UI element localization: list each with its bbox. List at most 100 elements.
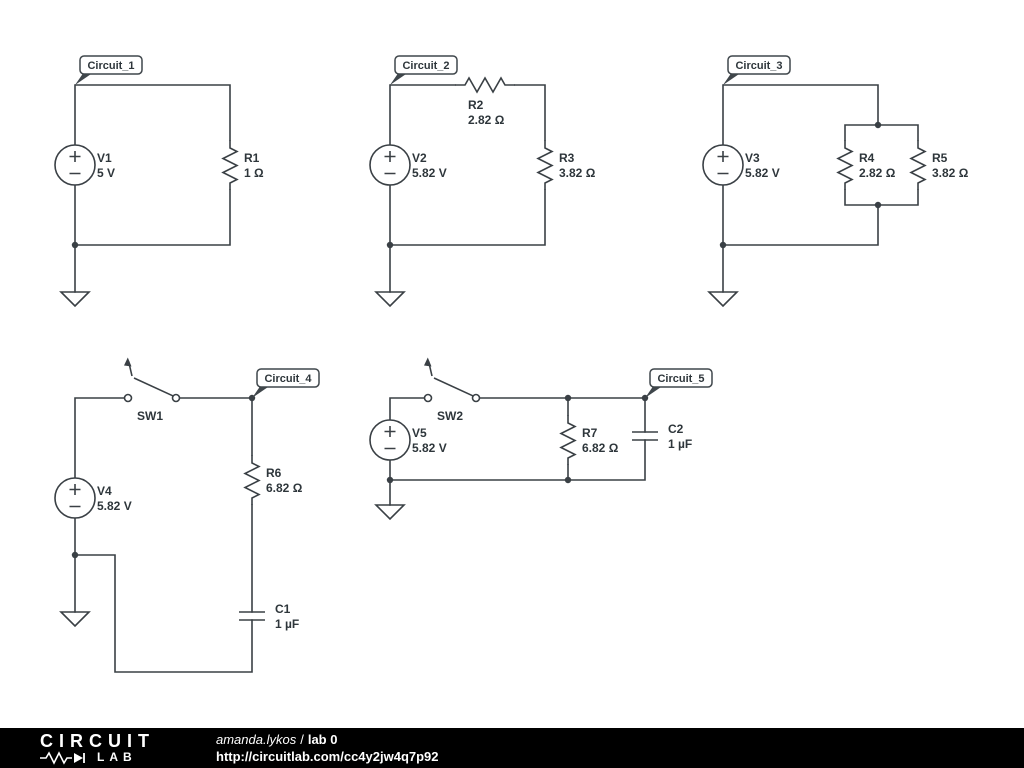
- wire-net[interactable]: [389, 84, 546, 293]
- node-dot: [386, 476, 394, 484]
- v5-name: V5: [412, 426, 427, 440]
- actuator-arrow-icon: [424, 357, 432, 367]
- author-name: amanda.lykos: [216, 732, 297, 747]
- circuit-name-label[interactable]: Circuit_4: [252, 368, 320, 398]
- sw1-name: SW1: [137, 409, 163, 423]
- ground-icon[interactable]: [707, 291, 739, 308]
- r1-value: 1 Ω: [244, 166, 264, 180]
- r2-name: R2: [468, 98, 484, 112]
- ground-icon[interactable]: [59, 611, 91, 628]
- switch-sw2[interactable]: [423, 357, 481, 403]
- plus-minus-marks: [69, 484, 81, 508]
- ground-icon[interactable]: [374, 291, 406, 308]
- capacitor-c2[interactable]: [632, 431, 658, 441]
- circuitlab-logo: CIRCUIT LAB: [40, 732, 192, 765]
- voltage-source-v2[interactable]: [369, 144, 411, 186]
- resistor-r7[interactable]: [559, 415, 577, 465]
- r7-value: 6.82 Ω: [582, 441, 619, 455]
- circuit-2: Circuit_2 V2 5.82 V R2 2.82 Ω R3 3.82 Ω: [369, 55, 596, 308]
- v1-name: V1: [97, 151, 112, 165]
- c1-value: 1 µF: [275, 617, 299, 631]
- resistor-r2[interactable]: [455, 76, 515, 94]
- voltage-source-v5[interactable]: [369, 419, 411, 461]
- r3-value: 3.82 Ω: [559, 166, 596, 180]
- circuit-name-label[interactable]: Circuit_3: [723, 55, 791, 85]
- plus-minus-marks: [717, 151, 729, 175]
- circuit-name-label[interactable]: Circuit_1: [75, 55, 143, 85]
- wire-net[interactable]: [722, 84, 919, 293]
- sw2-name: SW2: [437, 409, 463, 423]
- resistor-r5[interactable]: [909, 140, 927, 190]
- logo-waveform-icon: [40, 750, 85, 765]
- circuit-name-label[interactable]: Circuit_2: [390, 55, 458, 85]
- resistor-r4[interactable]: [836, 140, 854, 190]
- document-url[interactable]: http://circuitlab.com/cc4y2jw4q7p92: [216, 749, 439, 764]
- v4-name: V4: [97, 484, 112, 498]
- document-title: lab 0: [307, 732, 338, 747]
- switch-sw1[interactable]: [123, 357, 181, 403]
- document-meta: amanda.lykos/lab 0 http://circuitlab.com…: [216, 731, 439, 765]
- r5-name: R5: [932, 151, 948, 165]
- r7-name: R7: [582, 426, 598, 440]
- wire-net[interactable]: [74, 84, 231, 293]
- circuit-3: Circuit_3 V3 5.82 V R4 2.82 Ω R5 3.82 Ω: [702, 55, 969, 308]
- node-dot: [386, 241, 394, 249]
- ground-icon[interactable]: [374, 504, 406, 521]
- v3-value: 5.82 V: [745, 166, 780, 180]
- ground-icon[interactable]: [59, 291, 91, 308]
- footer-bar: CIRCUIT LAB amanda.lykos/lab 0 http://ci…: [0, 728, 1024, 768]
- node-dot: [874, 201, 882, 209]
- plus-minus-marks: [384, 151, 396, 175]
- v2-name: V2: [412, 151, 427, 165]
- v4-value: 5.82 V: [97, 499, 132, 513]
- circuit-label-text: Circuit_2: [402, 60, 449, 72]
- wire-net[interactable]: [74, 397, 253, 673]
- node-dot: [71, 241, 79, 249]
- v2-value: 5.82 V: [412, 166, 447, 180]
- resistor-r6[interactable]: [243, 455, 261, 505]
- circuit-label-text: Circuit_5: [657, 373, 704, 385]
- v3-name: V3: [745, 151, 760, 165]
- node-dot: [564, 476, 572, 484]
- r4-name: R4: [859, 151, 875, 165]
- circuit-label-text: Circuit_4: [264, 373, 312, 385]
- circuit-name-label[interactable]: Circuit_5: [645, 368, 713, 398]
- resistor-r1[interactable]: [221, 140, 239, 190]
- circuit-label-text: Circuit_3: [735, 60, 782, 72]
- resistor-r3[interactable]: [536, 140, 554, 190]
- r6-name: R6: [266, 466, 282, 480]
- voltage-source-v1[interactable]: [54, 144, 96, 186]
- r1-name: R1: [244, 151, 260, 165]
- schematic-canvas[interactable]: Circuit_1 V1 5 V R1 1 Ω Circuit_2 V2 5.8…: [0, 0, 1024, 728]
- r6-value: 6.82 Ω: [266, 481, 303, 495]
- circuit-label-text: Circuit_1: [87, 60, 134, 72]
- v1-value: 5 V: [97, 166, 115, 180]
- node-dot: [71, 551, 79, 559]
- r2-value: 2.82 Ω: [468, 113, 505, 127]
- v5-value: 5.82 V: [412, 441, 447, 455]
- c2-value: 1 µF: [668, 437, 692, 451]
- capacitor-c1[interactable]: [239, 611, 265, 621]
- c1-name: C1: [275, 602, 291, 616]
- c2-name: C2: [668, 422, 684, 436]
- switch-lever: [133, 377, 174, 397]
- actuator-arrow-icon: [124, 357, 132, 367]
- plus-minus-marks: [384, 426, 396, 450]
- r4-value: 2.82 Ω: [859, 166, 896, 180]
- document-title-line: amanda.lykos/lab 0: [216, 731, 439, 748]
- separator: /: [300, 732, 304, 747]
- node-dot: [874, 121, 882, 129]
- logo-lab-text: LAB: [97, 750, 137, 764]
- circuit-1: Circuit_1 V1 5 V R1 1 Ω: [54, 55, 264, 308]
- r3-name: R3: [559, 151, 575, 165]
- voltage-source-v4[interactable]: [54, 477, 96, 519]
- voltage-source-v3[interactable]: [702, 144, 744, 186]
- circuit-4: Circuit_4 SW1 V4 5.82 V R6 6.82 Ω C1 1 µ…: [54, 357, 320, 673]
- logo-circuit-text: CIRCUIT: [40, 730, 155, 751]
- plus-minus-marks: [69, 151, 81, 175]
- node-dot: [719, 241, 727, 249]
- node-dot: [564, 394, 572, 402]
- switch-lever: [433, 377, 474, 397]
- circuit-5: Circuit_5 SW2 V5 5.82 V R7 6.82 Ω C2 1 µ…: [369, 357, 713, 521]
